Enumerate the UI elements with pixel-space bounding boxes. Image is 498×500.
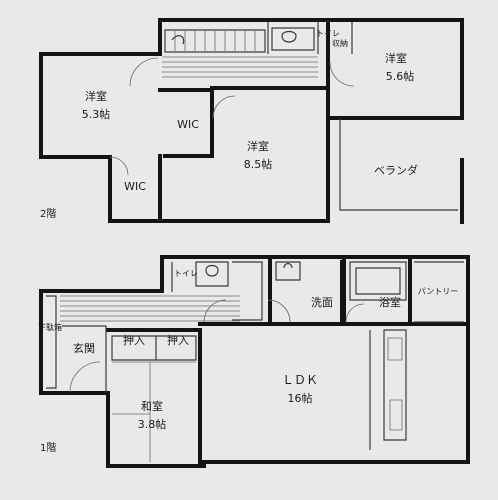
room-ldk-size: 16帖 bbox=[288, 392, 313, 405]
room-western-left-size: 5.3帖 bbox=[82, 108, 111, 121]
room-western-right-size: 5.6帖 bbox=[386, 70, 415, 83]
room-ldk-name: ＬＤＫ bbox=[282, 373, 318, 387]
wash-basin bbox=[275, 261, 301, 281]
room-wic-lower: WIC bbox=[124, 180, 146, 193]
room-western-center-name: 洋室 bbox=[247, 139, 269, 153]
room-wic-upper: WIC bbox=[177, 118, 199, 131]
toilet-fixture-2f bbox=[271, 27, 315, 51]
room-pantry: パントリー bbox=[418, 287, 458, 296]
room-washroom: 洗面 bbox=[311, 296, 333, 309]
door-swings-1f bbox=[69, 299, 365, 393]
kitchen-counter bbox=[369, 329, 407, 450]
toilet-fixture-1f bbox=[195, 261, 229, 287]
room-shoe-closet: 下駄箱 bbox=[38, 322, 62, 332]
room-bathroom: 浴室 bbox=[379, 295, 401, 309]
first-floor-stairs bbox=[60, 261, 263, 322]
room-closet-right: 押入 bbox=[167, 333, 189, 347]
room-western-right-name: 洋室 bbox=[385, 51, 407, 65]
room-japanese-name: 和室 bbox=[141, 399, 163, 413]
second-floor-stairs bbox=[162, 29, 318, 78]
room-balcony: ベランダ bbox=[374, 163, 418, 177]
bathtub bbox=[349, 261, 407, 301]
first-floor-label: 1階 bbox=[40, 442, 56, 454]
second-floor-label: 2階 bbox=[40, 208, 56, 220]
room-western-center-size: 8.5帖 bbox=[244, 158, 273, 171]
first-floor-plan: 1階 bbox=[39, 255, 470, 468]
tatami-lines bbox=[112, 361, 196, 462]
room-japanese-size: 3.8帖 bbox=[138, 418, 167, 431]
first-floor-walls bbox=[39, 255, 470, 468]
room-closet-left: 押入 bbox=[123, 333, 145, 347]
door-swings-2f bbox=[109, 57, 355, 176]
second-floor-walls bbox=[39, 18, 464, 224]
room-western-left-name: 洋室 bbox=[85, 89, 107, 103]
room-toilet-1f: トイレ bbox=[174, 269, 198, 278]
room-entrance: 玄関 bbox=[73, 341, 95, 355]
second-floor-plan: 2階 bbox=[39, 18, 464, 224]
room-toilet-2f: トイレ bbox=[316, 29, 340, 38]
room-storage-2f: 収納 bbox=[332, 38, 348, 48]
room-labels: 洋室 5.3帖 WIC WIC 洋室 8.5帖 洋室 5.6帖 トイレ 収納 ベ… bbox=[38, 29, 458, 431]
